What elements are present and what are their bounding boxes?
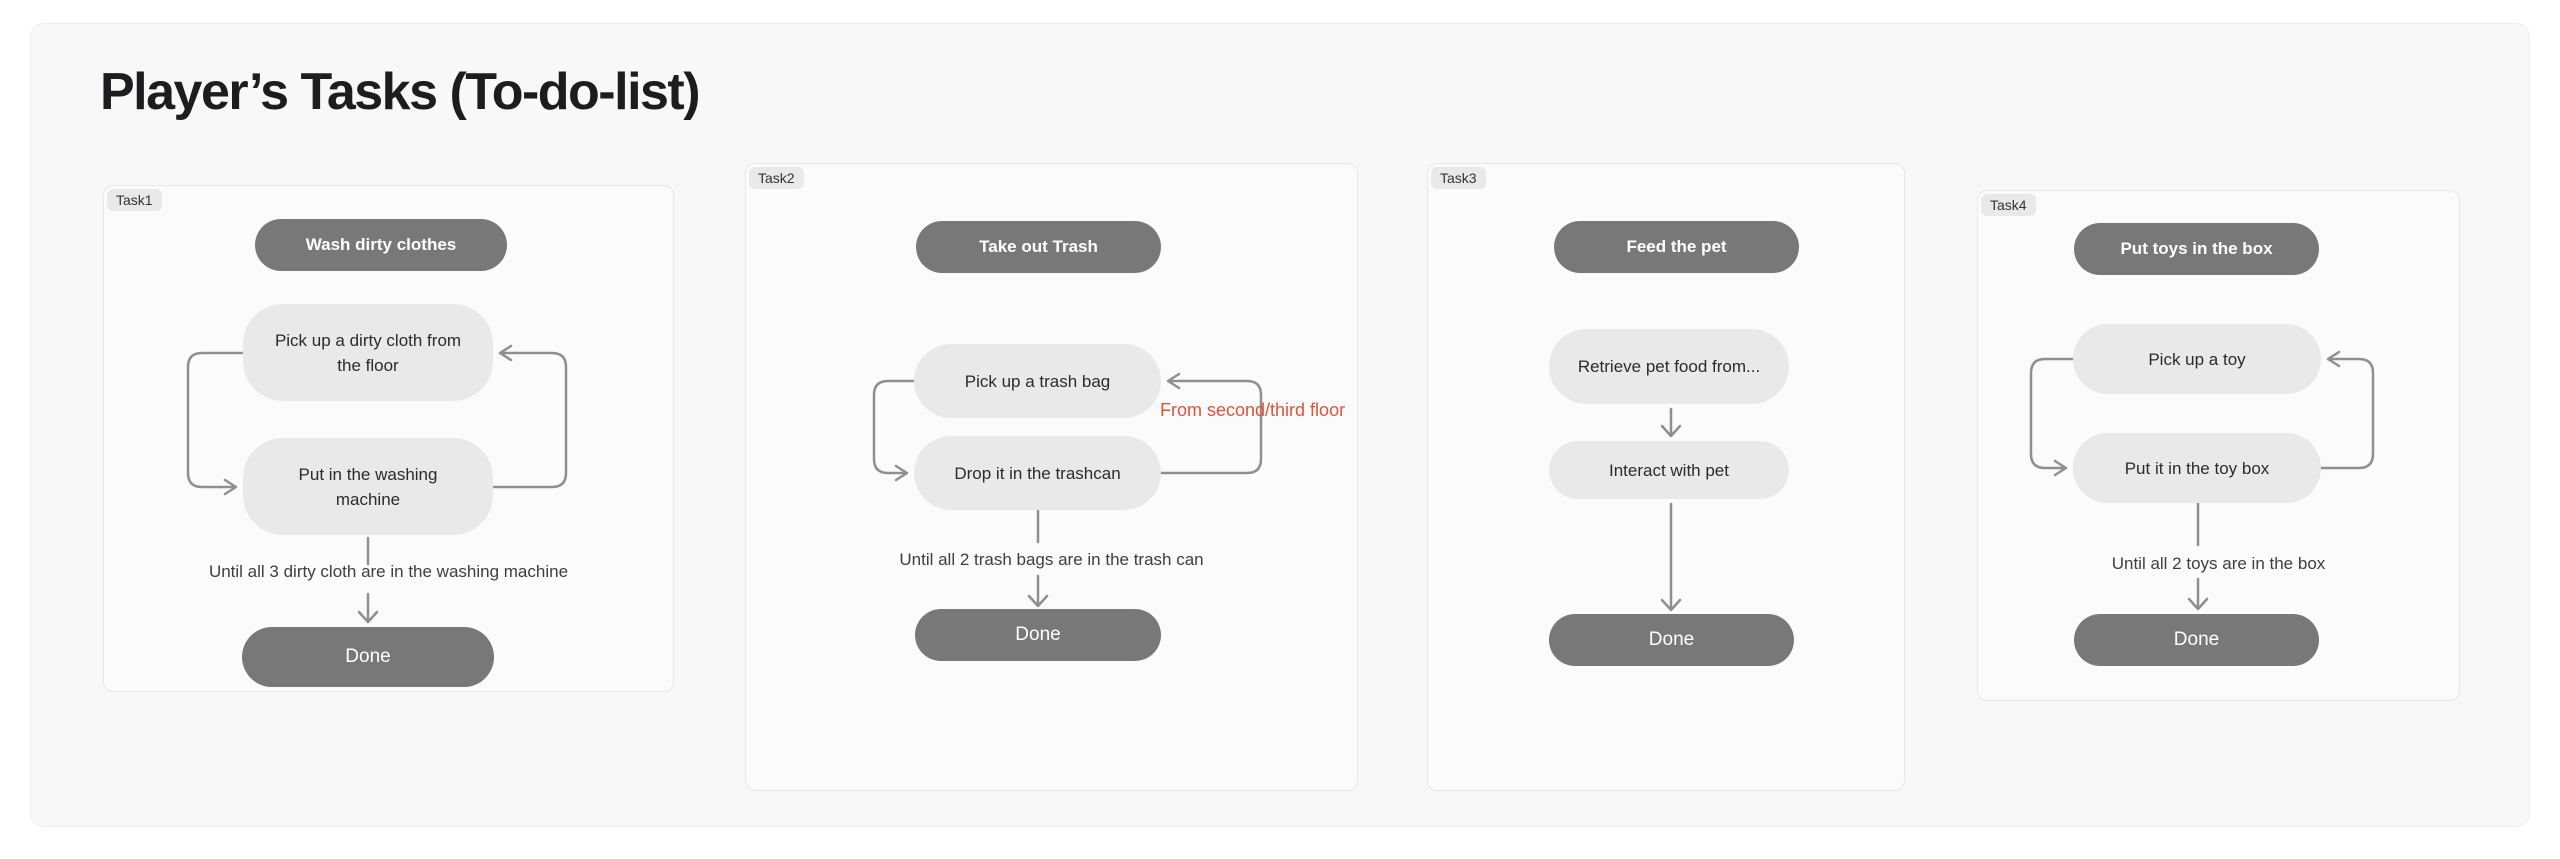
task2-done-node[interactable]: Done — [915, 609, 1161, 661]
task4-header-node[interactable]: Put toys in the box — [2074, 223, 2319, 275]
task2-header-node[interactable]: Take out Trash — [916, 221, 1161, 273]
task3-connectors — [1660, 407, 1682, 612]
task2-group[interactable]: Task2 Take out Trash Pick up a trash bag… — [745, 163, 1358, 791]
task4-done-node[interactable]: Done — [2074, 614, 2319, 666]
task4-step1-node[interactable]: Pick up a toy — [2073, 324, 2321, 394]
task2-floor-annotation: From second/third floor — [1160, 400, 1346, 420]
task4-group[interactable]: Task4 Put toys in the box Pick up a toy … — [1977, 190, 2460, 701]
task3-group[interactable]: Task3 Feed the pet Retrieve pet food fro… — [1427, 163, 1905, 791]
task1-connectors — [186, 344, 568, 624]
task1-step2-node[interactable]: Put in the washing machine — [243, 438, 493, 535]
task4-step2-node[interactable]: Put it in the toy box — [2073, 433, 2321, 503]
task1-group[interactable]: Task1 Wash dirty clothes Pick up a dirty… — [103, 185, 674, 692]
task2-until-label: Until all 2 trash bags are in the trash … — [899, 550, 1204, 569]
task3-header-node[interactable]: Feed the pet — [1554, 221, 1799, 273]
task2-step2-node[interactable]: Drop it in the trashcan — [914, 436, 1161, 510]
task2-step1-node[interactable]: Pick up a trash bag — [914, 344, 1161, 418]
task1-until-label: Until all 3 dirty cloth are in the washi… — [208, 562, 569, 581]
task4-badge[interactable]: Task4 — [1981, 194, 2036, 216]
task3-badge[interactable]: Task3 — [1431, 167, 1486, 189]
task1-header-node[interactable]: Wash dirty clothes — [255, 219, 507, 271]
task1-badge[interactable]: Task1 — [107, 189, 162, 211]
task3-step2-node[interactable]: Interact with pet — [1549, 441, 1789, 499]
task4-until-label: Until all 2 toys are in the box — [2111, 554, 2326, 573]
page-title: Player’s Tasks (To-do-list) — [100, 63, 701, 121]
task4-connectors — [2029, 350, 2375, 611]
task3-done-node[interactable]: Done — [1549, 614, 1794, 666]
task2-connectors — [872, 372, 1263, 608]
task1-done-node[interactable]: Done — [242, 627, 494, 687]
task1-step1-node[interactable]: Pick up a dirty cloth from the floor — [243, 304, 493, 401]
task3-step1-node[interactable]: Retrieve pet food from... — [1549, 329, 1789, 404]
task2-badge[interactable]: Task2 — [749, 167, 804, 189]
